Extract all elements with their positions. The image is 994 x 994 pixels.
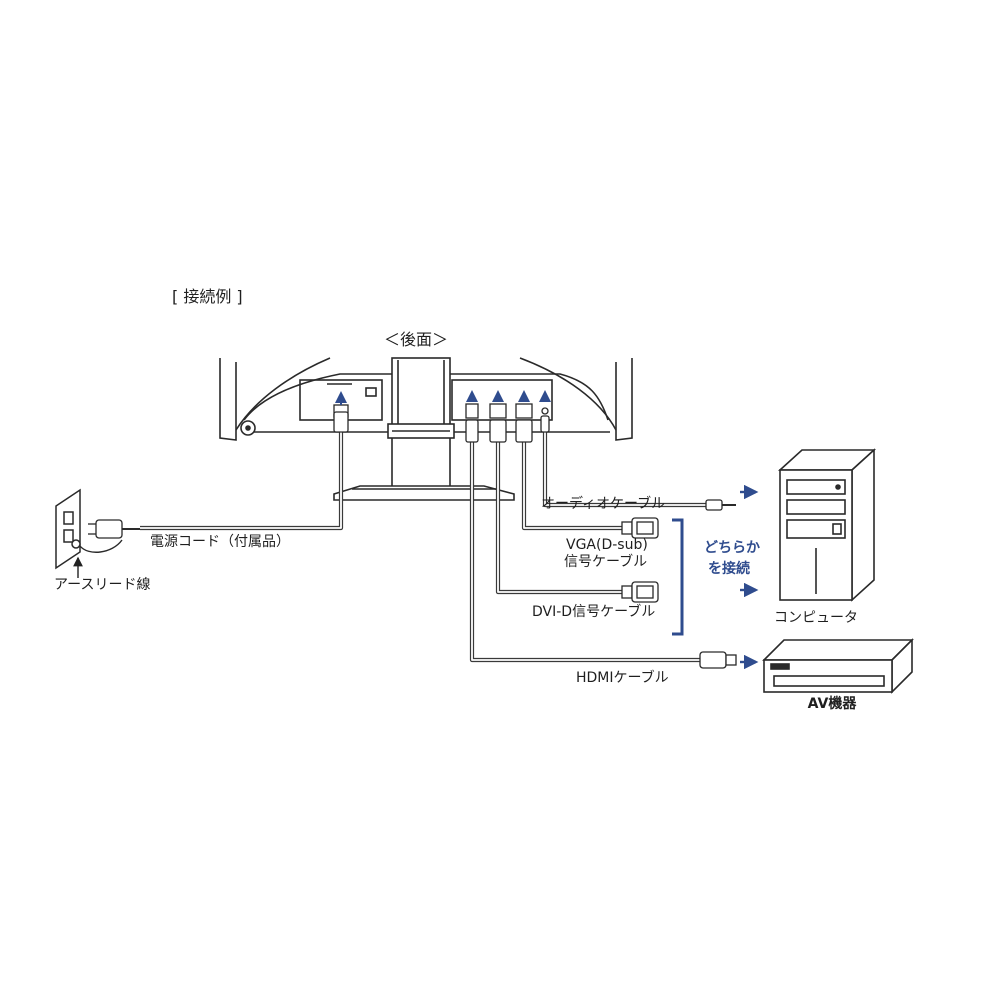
- vga-cable-label-2: 信号ケーブル: [564, 554, 648, 570]
- computer-label: コンピュータ: [774, 610, 858, 626]
- vga-cable: [521, 440, 630, 531]
- cable-ends: [88, 499, 737, 669]
- vga-cable-label-1: VGA(D-sub): [566, 537, 648, 553]
- av-device-label: AV機器: [807, 696, 857, 712]
- hdmi-port: [465, 403, 479, 419]
- cables: [140, 430, 706, 663]
- av-device-icon: [762, 638, 914, 694]
- dvi-port: [489, 403, 507, 419]
- either-bracket: [672, 518, 684, 636]
- port-arrows: [335, 390, 551, 405]
- audio-port: [541, 407, 549, 415]
- computer-icon: [777, 448, 877, 602]
- monitor-plugs: [333, 411, 550, 443]
- power-cable: [140, 430, 344, 531]
- monitor-rear: [219, 357, 633, 501]
- earth-lead-label: アースリード線: [54, 577, 151, 593]
- destination-arrows: [740, 484, 759, 670]
- dvi-cable-label: DVI-D信号ケーブル: [532, 604, 656, 620]
- either-label-1: どちらか: [704, 540, 760, 556]
- diagram-title: [ 接続例 ]: [172, 287, 243, 306]
- audio-cable: [542, 430, 706, 508]
- hdmi-cable-label: HDMIケーブル: [576, 670, 669, 686]
- audio-cable-label: オーディオケーブル: [541, 496, 666, 512]
- wall-outlet: [55, 488, 81, 570]
- power-cord-label: 電源コード（付属品）: [150, 534, 290, 550]
- vga-port: [515, 403, 533, 419]
- rear-view-label: ＜後面＞: [384, 330, 449, 349]
- earth-lead: [79, 539, 123, 553]
- either-label-2: を接続: [708, 561, 750, 577]
